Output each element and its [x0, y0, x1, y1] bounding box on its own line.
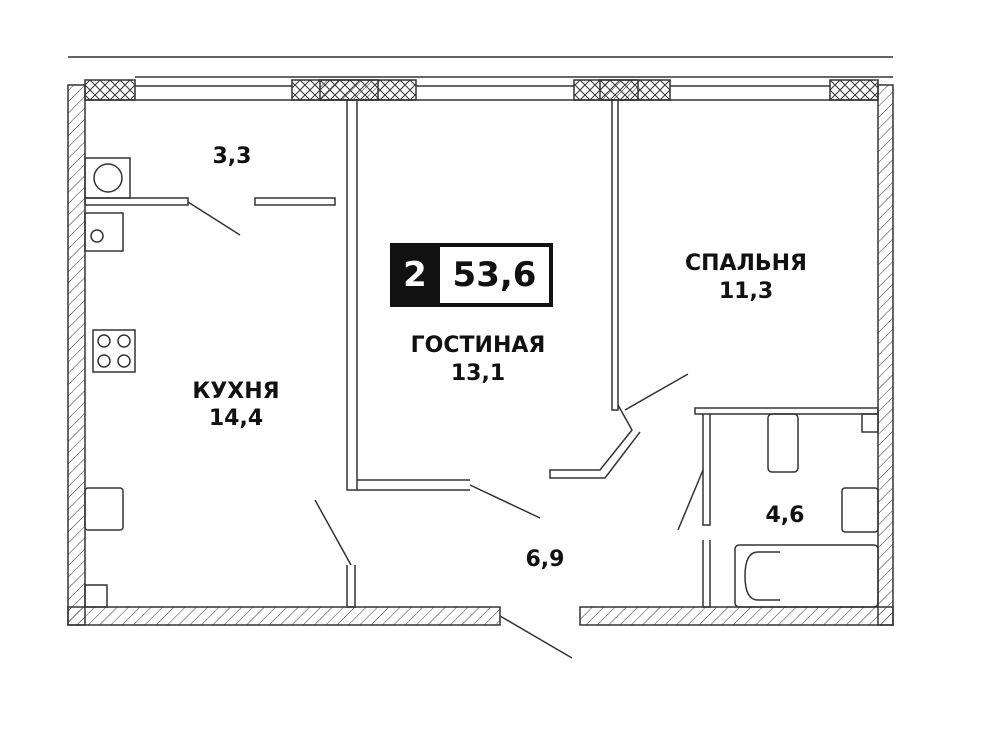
room-area-bedroom: 11,3: [719, 279, 773, 304]
apartment-badge: 2 53,6: [390, 243, 553, 307]
wall-bedroom-left: [611, 100, 619, 411]
toilet: [767, 413, 799, 473]
right-wall: [877, 84, 894, 626]
door-4: [677, 469, 704, 531]
washer: [84, 157, 131, 199]
wall-living-left: [346, 100, 358, 491]
bottom-wall-left: [67, 606, 501, 626]
kitchen-sink: [84, 487, 124, 531]
entrance-door: [499, 615, 573, 659]
room-area-storage: 3,3: [213, 144, 252, 169]
total-area: 53,6: [440, 243, 553, 307]
bathtub: [734, 544, 879, 608]
top-pier-1: [84, 79, 136, 101]
room-area-hall: 6,9: [526, 547, 565, 572]
room-area-living: 13,1: [451, 361, 505, 386]
room-name-bedroom: СПАЛЬНЯ: [685, 251, 807, 276]
wall-bath-corridor: [84, 197, 189, 206]
bath-sink: [841, 487, 879, 533]
top-pier-4: [829, 79, 879, 101]
riser-2: [861, 413, 879, 433]
rooms-count: 2: [390, 243, 440, 307]
left-wall: [67, 84, 86, 626]
boiler: [84, 212, 124, 252]
room-area-kitchen: 14,4: [209, 406, 263, 431]
door-3: [624, 373, 689, 411]
door-5: [314, 499, 352, 566]
wall-bath: [694, 407, 879, 415]
door-2: [469, 484, 541, 519]
room-name-living: ГОСТИНАЯ: [411, 333, 546, 358]
room-name-kitchen: КУХНЯ: [192, 379, 279, 404]
room-area-bathroom: 4,6: [766, 503, 805, 528]
riser-1: [84, 584, 108, 608]
stove: [92, 329, 136, 373]
bottom-wall-right: [579, 606, 894, 626]
door-1: [187, 201, 241, 236]
